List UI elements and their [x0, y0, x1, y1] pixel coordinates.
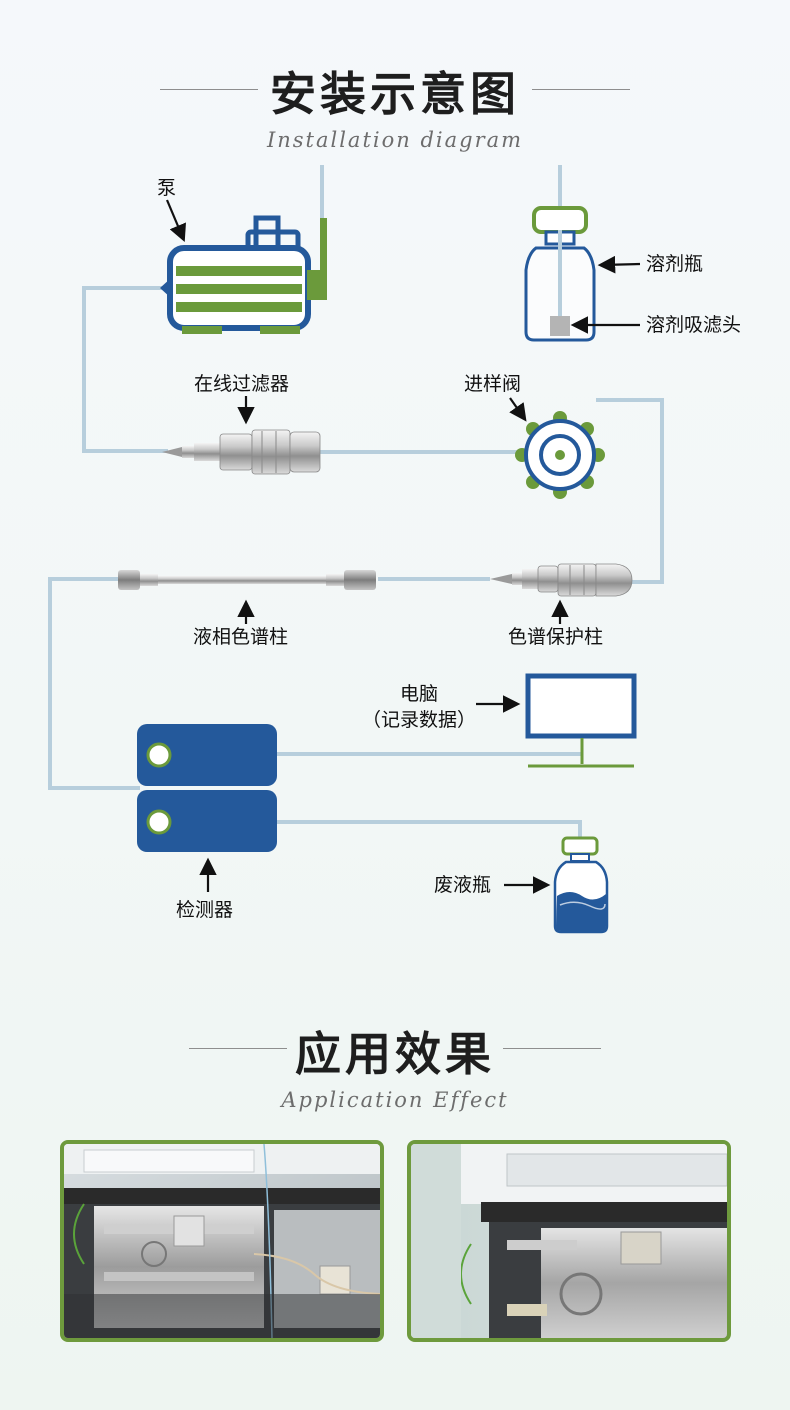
application-title: 应用效果	[295, 1027, 495, 1081]
app-title-rule-left	[189, 1048, 287, 1049]
label-solvent-filter: 溶剂吸滤头	[646, 314, 742, 336]
injection-valve-icon	[515, 411, 605, 499]
pump-icon	[160, 215, 327, 334]
title-rule-left	[160, 89, 258, 90]
install-title: 安装示意图	[270, 67, 520, 121]
install-subtitle: Installation diagram	[266, 128, 524, 152]
arrow-valve	[509, 397, 527, 422]
detector-icon	[137, 724, 277, 852]
tube-column-to-detector	[48, 577, 140, 790]
inline-filter-icon	[162, 429, 321, 475]
waste-bottle-icon	[553, 836, 609, 934]
application-title-block: 应用效果 Application Effect	[0, 1018, 790, 1112]
arrow-solvent-bottle	[597, 255, 641, 274]
application-photo-right	[407, 1140, 731, 1342]
label-waste-bottle: 废液瓶	[434, 874, 492, 896]
label-detector: 检测器	[176, 899, 234, 921]
app-title-rule-right	[503, 1048, 601, 1049]
application-photo-left	[60, 1140, 384, 1342]
arrow-pump	[165, 199, 186, 243]
guard-column-icon	[490, 563, 633, 597]
label-guard-column: 色谱保护柱	[508, 626, 604, 648]
label-arrows	[165, 199, 641, 894]
installation-diagram	[48, 165, 664, 934]
application-subtitle: Application Effect	[281, 1088, 509, 1112]
label-solvent-bottle: 溶剂瓶	[646, 253, 704, 275]
label-inline-filter: 在线过滤器	[194, 373, 290, 395]
label-injection-valve: 进样阀	[464, 373, 522, 395]
tube-pump-to-filter	[82, 286, 168, 453]
label-computer: 电脑	[400, 683, 439, 705]
tube-detector-to-waste	[276, 820, 582, 838]
tube-valve-to-guard	[596, 398, 664, 584]
label-computer-note: （记录数据）	[362, 709, 477, 731]
install-title-block: 安装示意图 Installation diagram	[0, 58, 790, 152]
lc-column-icon	[118, 570, 376, 590]
label-pump: 泵	[157, 177, 177, 199]
solvent-bottle-icon	[524, 206, 596, 342]
title-rule-right	[532, 89, 630, 90]
computer-monitor-icon	[525, 673, 637, 768]
tubing	[48, 165, 664, 838]
label-lc-column: 液相色谱柱	[193, 626, 289, 648]
